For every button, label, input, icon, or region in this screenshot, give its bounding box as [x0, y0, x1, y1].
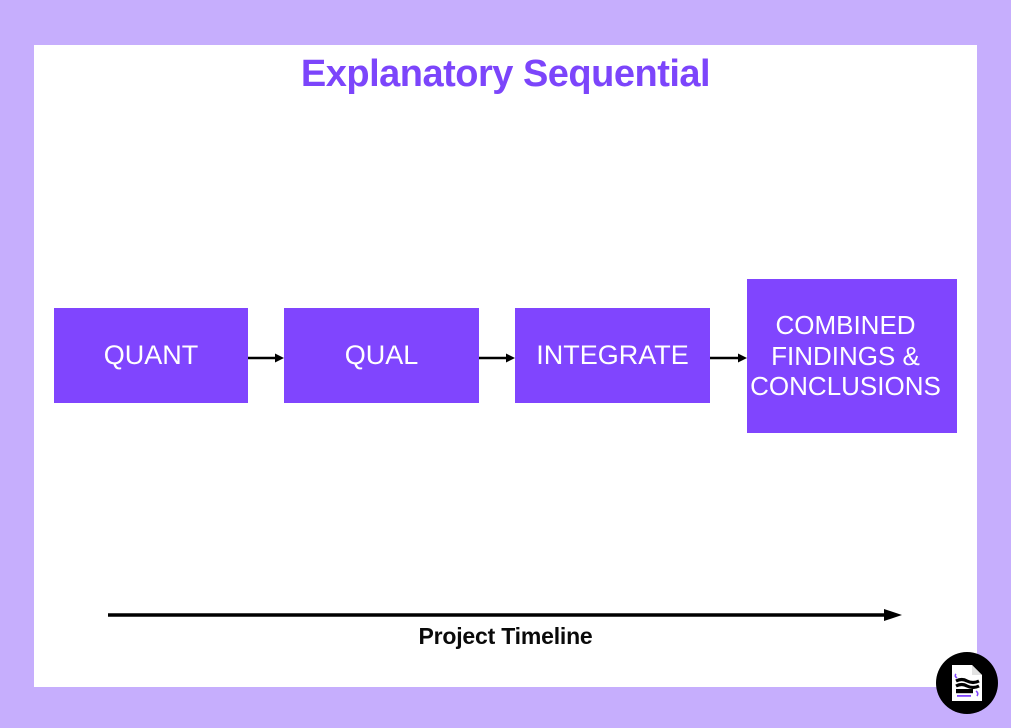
stage-box-integrate-label: INTEGRATE [536, 339, 689, 370]
stage-box-qual-label: QUAL [344, 339, 419, 370]
diagram-canvas: Explanatory Sequential QUANT QUAL INTEGR… [34, 45, 977, 687]
arrow-right-icon-quant-to-qual [248, 353, 284, 363]
stage-box-quant[interactable]: QUANT [54, 308, 248, 403]
document-icon [952, 665, 982, 701]
stage-box-combined-findings-label: COMBINED FINDINGS & CONCLUSIONS [750, 309, 941, 402]
timeline-label: Project Timeline [418, 623, 593, 649]
stage-box-quant-label: QUANT [103, 339, 199, 370]
brand-badge[interactable] [936, 652, 998, 714]
stage-box-integrate[interactable]: INTEGRATE [515, 308, 710, 403]
stage-box-combined-findings[interactable]: COMBINED FINDINGS & CONCLUSIONS [747, 279, 957, 433]
arrow-right-icon-integrate-to-combined [710, 353, 747, 363]
stage-box-qual[interactable]: QUAL [284, 308, 479, 403]
timeline-arrow-icon [108, 609, 902, 621]
arrow-right-icon-qual-to-integrate [479, 353, 515, 363]
page-title: Explanatory Sequential [300, 53, 711, 95]
